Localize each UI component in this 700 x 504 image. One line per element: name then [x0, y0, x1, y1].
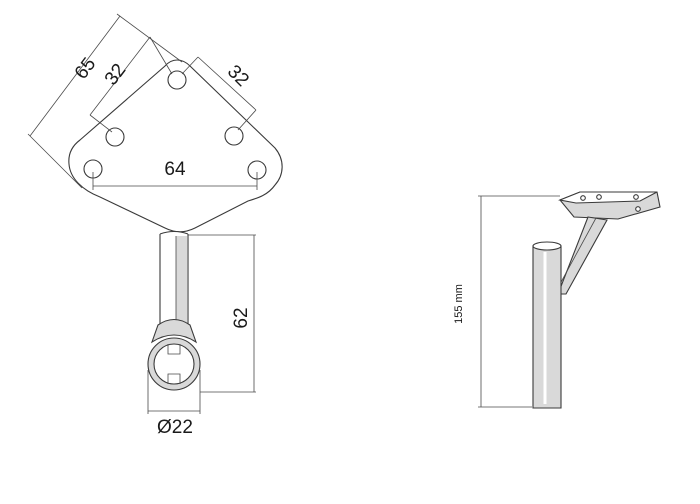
- dim-32-right-label: 32: [223, 61, 253, 91]
- side-plate-hole-d: [635, 206, 641, 212]
- dim-32-right-line: [197, 56, 257, 111]
- post: [159, 230, 189, 325]
- side-plate-hole-a: [580, 195, 586, 201]
- dim-32-left-ext-b: [149, 36, 173, 75]
- dim-32-left-ext-a: [89, 114, 113, 133]
- side-tube-top: [532, 241, 562, 251]
- side-plate-hole-c: [633, 194, 639, 200]
- tube-slot-bottom: [167, 373, 181, 384]
- tube-collar: [150, 318, 198, 344]
- dim-32-right-ext-b: [237, 109, 257, 131]
- dim-64-label: 64: [164, 159, 186, 180]
- side-view: 155 mm: [453, 191, 661, 409]
- dim-62-label: 62: [231, 307, 252, 328]
- dim-d22-label: Ø22: [157, 417, 193, 438]
- top-view: 65 32 32 64 62 Ø22: [27, 13, 283, 438]
- screw-hole-top: [167, 70, 187, 90]
- side-strut: [557, 216, 608, 295]
- dim-32-left-line: [89, 36, 151, 116]
- side-tube: [532, 245, 562, 409]
- dim-65-line: [29, 15, 121, 137]
- dim-32-right-ext-a: [181, 56, 199, 75]
- screw-hole-left: [105, 127, 125, 147]
- dim-65-ext-a: [27, 133, 83, 189]
- dim-65-label: 65: [71, 54, 100, 84]
- tube-end-inner: [153, 343, 195, 385]
- side-strut-edge: [559, 217, 597, 285]
- dim-155-label: 155 mm: [453, 284, 465, 324]
- dim-32-left-label: 32: [101, 60, 130, 90]
- tube-slot-top: [167, 344, 181, 355]
- post-shading: [176, 236, 187, 323]
- screw-hole-right: [224, 126, 244, 146]
- side-plate-hole-b: [596, 194, 602, 200]
